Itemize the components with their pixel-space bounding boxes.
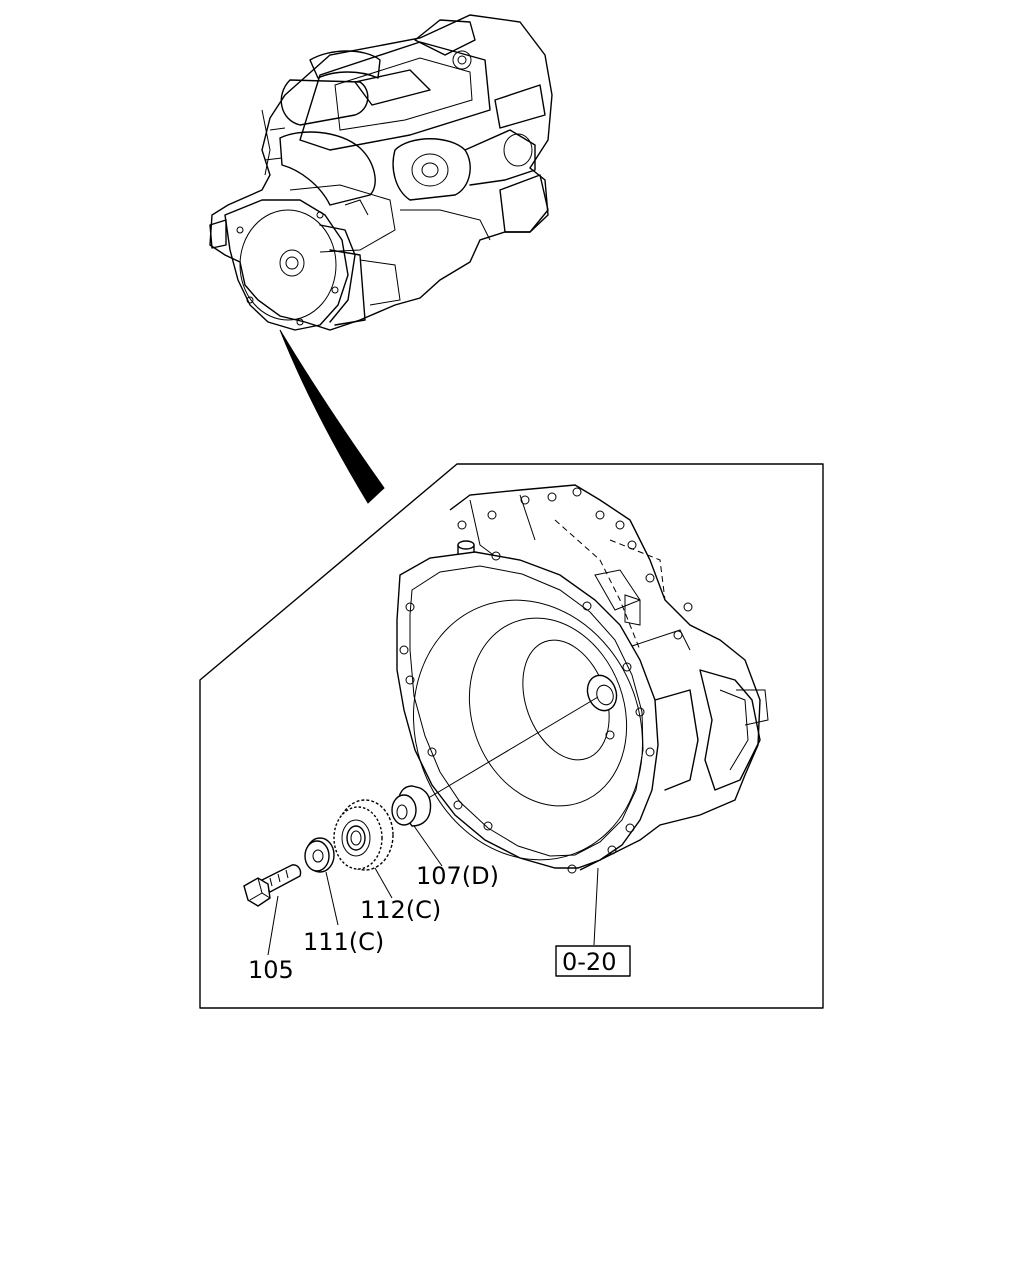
engine-overview-illustration <box>209 14 553 331</box>
idler-gear-112c <box>333 799 394 871</box>
callout-105: 105 <box>248 956 294 984</box>
callout-leader-lines <box>267 825 599 956</box>
detail-pointer-arrow <box>279 329 385 504</box>
callout-reference-0-20: 0-20 <box>562 948 616 976</box>
bushing-107d <box>391 785 432 827</box>
reference-box <box>555 945 631 977</box>
callout-112c: 112(C) <box>360 896 441 924</box>
leader-bore-to-bushing <box>424 696 599 801</box>
detail-frame <box>199 463 824 1009</box>
flywheel-housing <box>396 484 769 874</box>
callout-107d: 107(D) <box>416 862 499 890</box>
callout-111c: 111(C) <box>303 928 384 956</box>
washer-111c <box>304 837 335 873</box>
bolt-105 <box>243 864 302 907</box>
